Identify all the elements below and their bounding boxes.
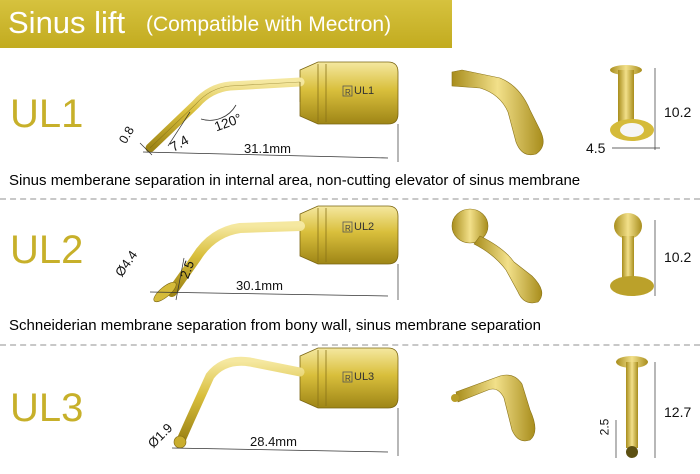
tip-code-ul3: UL3 (10, 386, 84, 430)
section-divider (0, 198, 700, 200)
svg-text:R: R (345, 374, 351, 383)
dim-width-ul1: 4.5 (586, 140, 606, 156)
ul2-side-drawing (149, 205, 399, 303)
ul3-photo (451, 374, 536, 442)
page-subtitle: (Compatible with Mectron) (146, 13, 392, 36)
tip-code-ul2: UL2 (10, 228, 84, 272)
tip-label-ul3: UL3 (354, 371, 375, 383)
tip-description-ul2: Schneiderian membrane separation from bo… (9, 317, 541, 334)
tip-label-ul2: UL2 (354, 221, 375, 233)
ul1-front-view (610, 65, 660, 150)
dim-height-ul2: 10.2 (664, 249, 692, 265)
dim-short-ul3: 2.5 (597, 418, 612, 436)
tip-label-ul1: UL1 (354, 85, 375, 97)
section-divider (0, 344, 700, 346)
tip-code-ul1: UL1 (10, 92, 84, 136)
dim-length-ul3: 28.4mm (250, 434, 297, 449)
header-bar: Sinus lift (Compatible with Mectron) (0, 0, 452, 48)
ul3-front-view (615, 356, 656, 458)
ul3-side-drawing (171, 347, 399, 456)
dim-length-ul2: 30.1mm (236, 278, 283, 293)
tip-description-ul1: Sinus memberane separation in internal a… (9, 172, 581, 189)
svg-text:R: R (345, 224, 351, 233)
ul1-photo (451, 69, 544, 156)
ul2-front-view (610, 213, 656, 296)
dim-height-ul1: 10.2 (664, 104, 692, 120)
ul1-side-drawing (139, 61, 399, 162)
page-title: Sinus lift (8, 5, 126, 40)
dim-length-ul1: 31.1mm (244, 141, 291, 156)
ul2-photo (451, 208, 543, 304)
svg-text:R: R (345, 88, 351, 97)
dim-height-ul3: 12.7 (664, 404, 692, 420)
